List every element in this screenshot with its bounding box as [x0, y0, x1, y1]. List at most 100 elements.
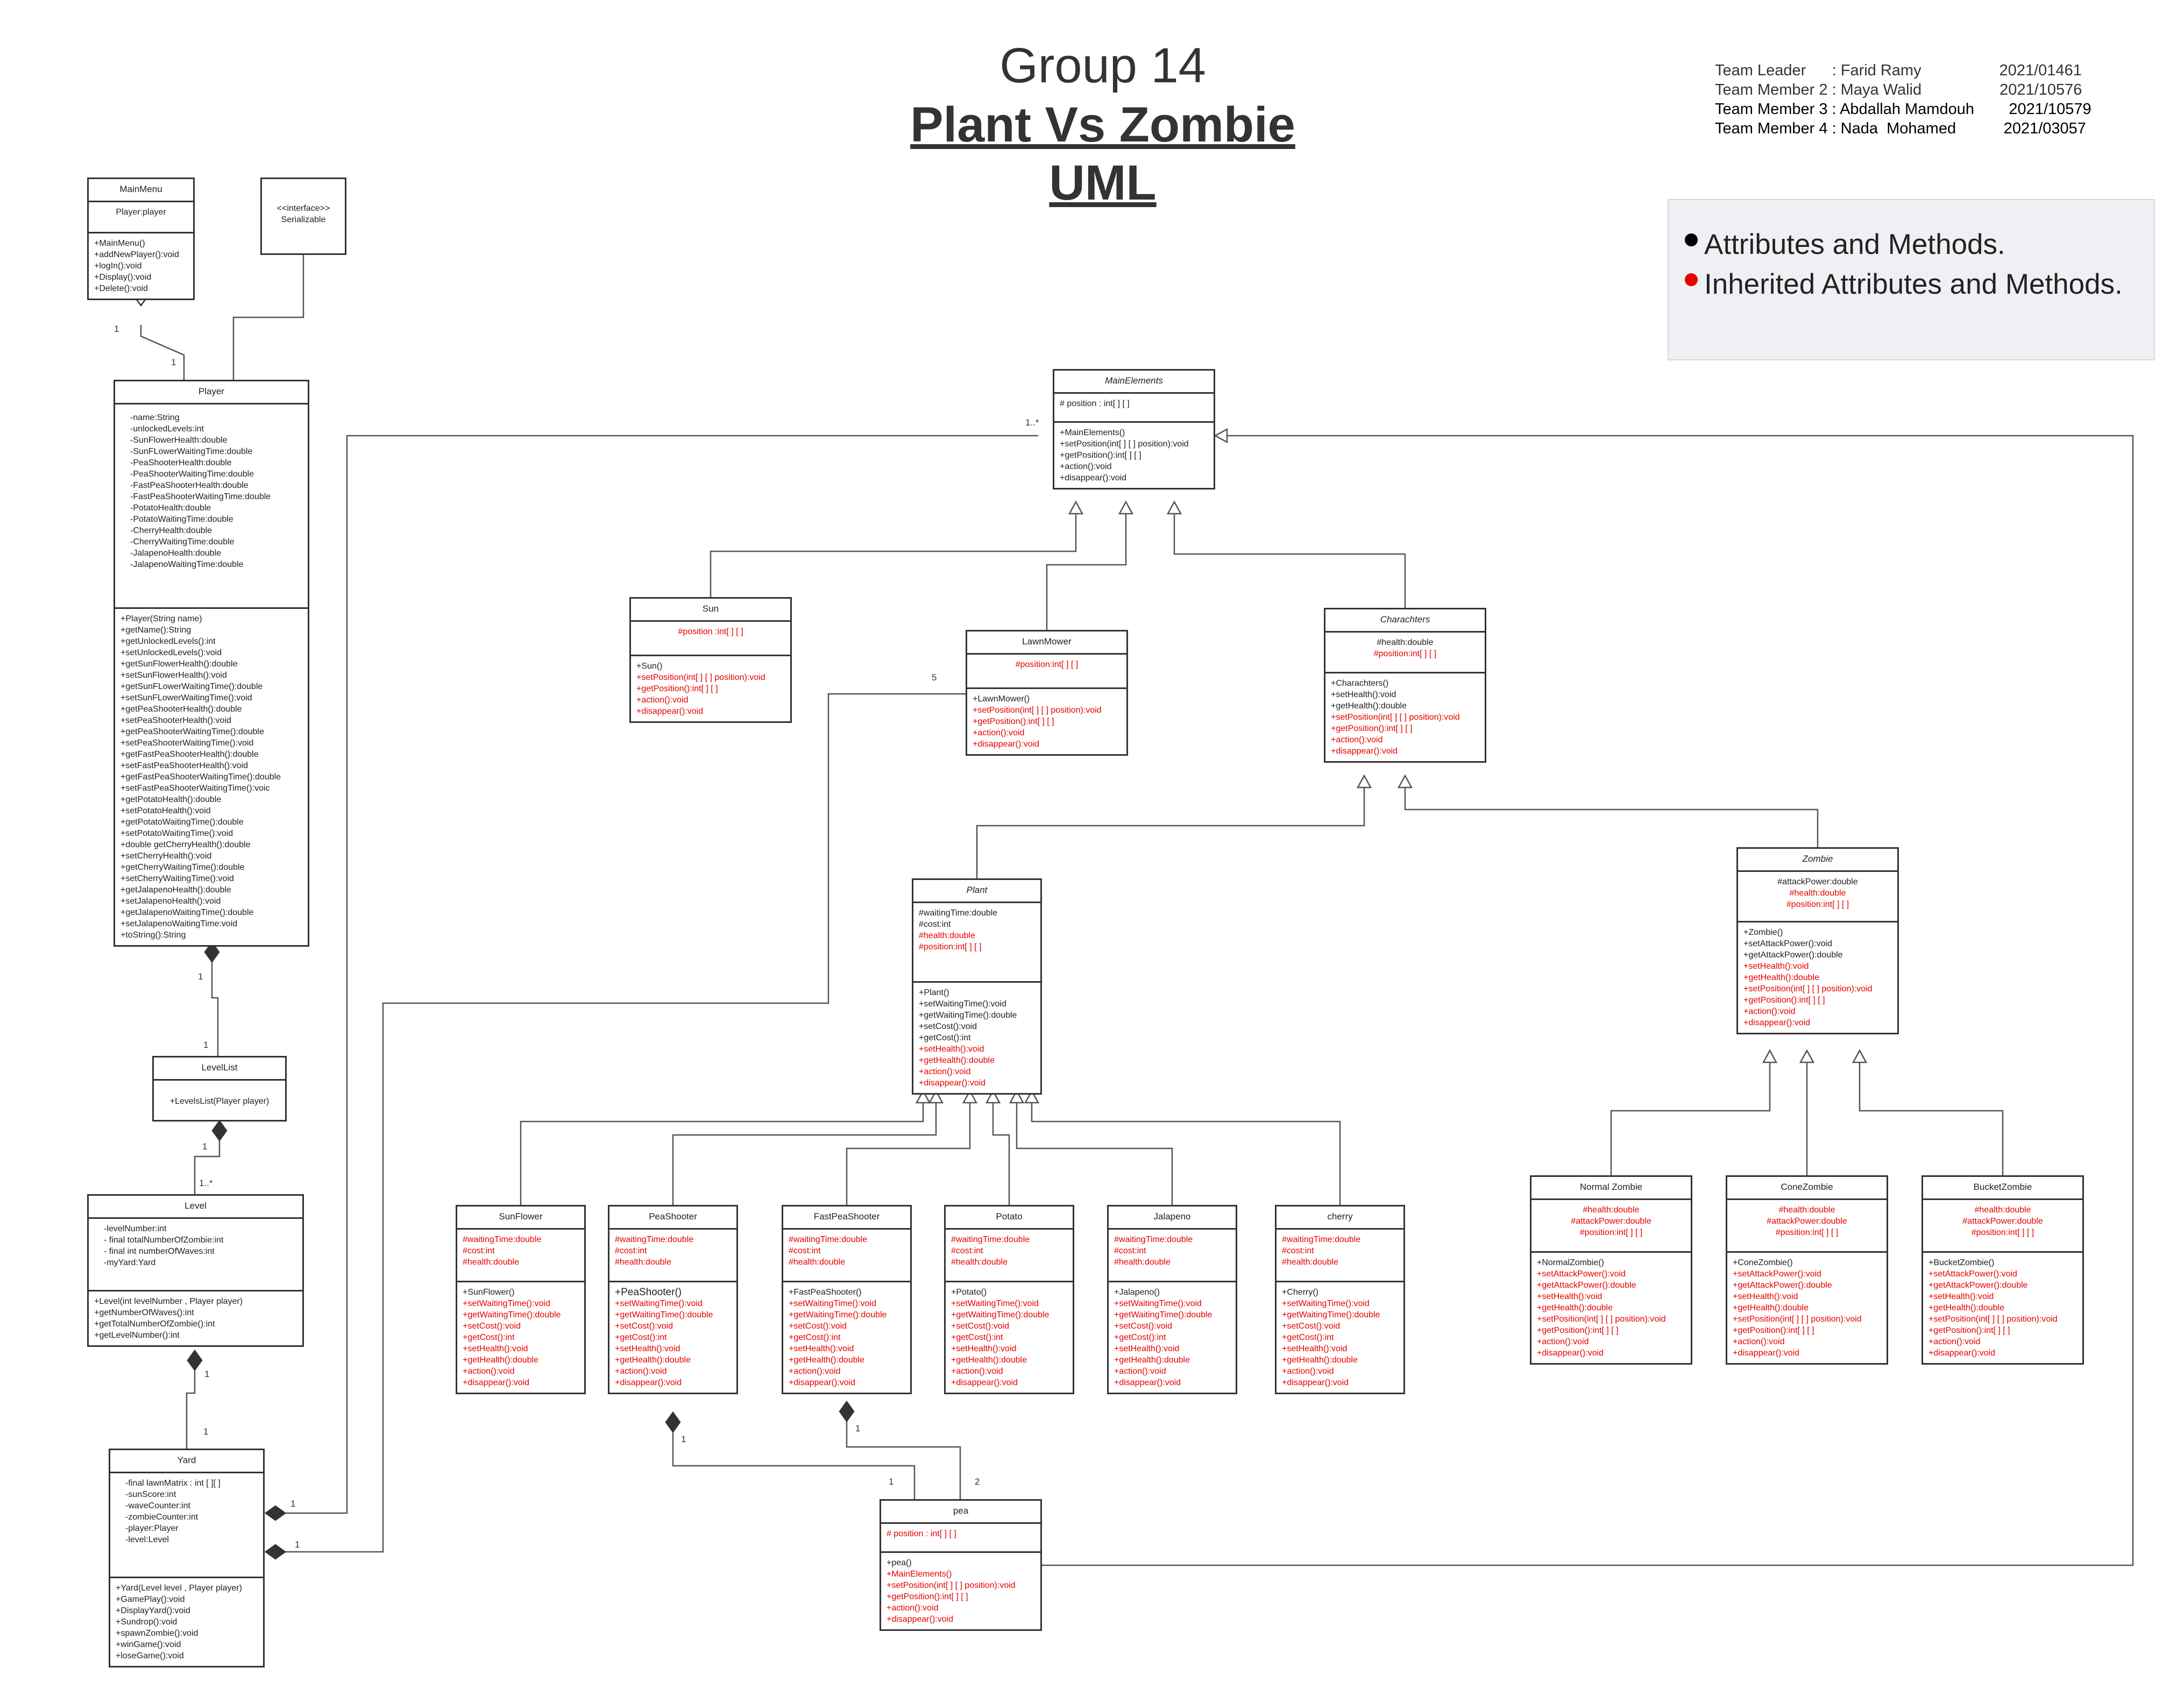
- attribute: -name:String: [130, 413, 180, 422]
- inherited-attribute: #attackPower:double: [1767, 1217, 1847, 1226]
- method: +getHealth():double: [1331, 701, 1407, 711]
- method: +winGame():void: [116, 1640, 181, 1649]
- inherited-method: +setHealth():void: [1733, 1292, 1798, 1301]
- class-box-cherry: cherry#waitingTime:double#cost:int#healt…: [1275, 1205, 1405, 1394]
- composition-levellist-level: [194, 1140, 221, 1194]
- method: +setHealth():void: [1331, 690, 1396, 699]
- attribute: -waveCounter:int: [125, 1501, 190, 1510]
- methods-section: +PeaShooter()+setWaitingTime():void+getW…: [609, 1281, 736, 1393]
- method: +getSunFLowerWaitingTime():double: [120, 682, 263, 691]
- class-box-normalzombie: Normal Zombie#health:double#attackPower:…: [1530, 1175, 1692, 1365]
- inherited-attribute: #health:double: [1974, 1205, 2031, 1215]
- method: +getCherryWaitingTime():double: [120, 863, 245, 872]
- method: +Delete():void: [94, 284, 148, 293]
- methods-section: +Sun()+setPosition(int[ ] [ ] position):…: [631, 655, 790, 721]
- inherited-method: +getWaitingTime():double: [463, 1310, 561, 1319]
- inherited-method: +disappear():void: [1743, 1018, 1811, 1027]
- attribute: Player:player: [116, 208, 166, 217]
- methods-section: +Cherry()+setWaitingTime():void+getWaiti…: [1277, 1281, 1403, 1393]
- inherited-method: +action():void: [887, 1603, 939, 1613]
- method: +getFastPeaShooterWaitingTime():double: [120, 772, 281, 782]
- class-name: pea: [953, 1506, 969, 1516]
- composition-diamond: [264, 1505, 287, 1521]
- multiplicity-label: 1: [681, 1434, 686, 1444]
- inherited-method: +setCost():void: [1114, 1322, 1173, 1331]
- composition-diamond: [839, 1400, 855, 1423]
- class-name: Sun: [702, 604, 719, 614]
- multiplicity-label: 1: [171, 357, 176, 367]
- attribute: -myYard:Yard: [104, 1258, 156, 1267]
- attribute: #cost:int: [919, 920, 951, 929]
- inherited-method: +setAttackPower():void: [1928, 1269, 2017, 1279]
- inherited-method: +getWaitingTime():double: [1282, 1310, 1380, 1319]
- attribute: - final int numberOfWaves:int: [104, 1247, 215, 1256]
- class-name: SunFlower: [499, 1211, 543, 1222]
- legend: Attributes and Methods. Inherited Attrib…: [1668, 199, 2155, 360]
- inherited-method: +setWaitingTime():void: [789, 1299, 876, 1308]
- inherited-method: +getAttackPower():double: [1537, 1281, 1636, 1290]
- team-row: Team Leader : Farid Ramy 2021/01461: [1715, 62, 2082, 79]
- inherited-method: +getPosition():int[ ] [ ]: [636, 684, 718, 693]
- team-row: Team Member 4 : Nada Mohamed 2021/03057: [1715, 120, 2086, 137]
- method: +getSunFlowerHealth():double: [120, 659, 238, 669]
- inherited-method: +getHealth():double: [789, 1356, 864, 1365]
- class-box-lawnmower: LawnMower#position:int[ ] [ ]+LawnMower(…: [966, 630, 1128, 756]
- method: +getPotatoWaitingTime():double: [120, 818, 244, 827]
- inherited-attribute: # position : int[ ] [ ]: [887, 1529, 956, 1538]
- method: +Sundrop():void: [116, 1617, 178, 1627]
- inherited-method: +setCost():void: [789, 1322, 847, 1331]
- generalization-arrow-icon: [1799, 1049, 1815, 1063]
- inherited-method: +setHealth():void: [919, 1045, 984, 1054]
- class-box-potato: Potato#waitingTime:double#cost:int#healt…: [944, 1205, 1074, 1394]
- method: +double getCherryHealth():double: [120, 840, 251, 849]
- class-name: MainMenu: [119, 184, 162, 194]
- class-name: ConeZombie: [1781, 1182, 1833, 1192]
- composition-diamond: [204, 941, 220, 963]
- inherited-method: +setHealth():void: [789, 1344, 854, 1353]
- inherited-method: +getPosition():int[ ] [ ]: [1537, 1326, 1619, 1335]
- inherited-attribute: #health:double: [463, 1258, 519, 1267]
- method: +LawnMower(): [973, 694, 1030, 704]
- generalization-potato-plant: [992, 1103, 1010, 1205]
- inherited-method: +action():void: [973, 728, 1025, 737]
- inherited-method: +action():void: [1114, 1367, 1166, 1376]
- inherited-method: +getHealth():double: [1743, 973, 1819, 982]
- attributes-section: # position : int[ ] [ ]: [881, 1522, 1040, 1551]
- composition-diamond: [264, 1544, 287, 1560]
- diagram-subtitle-line2: UML: [1049, 155, 1157, 210]
- class-box-charachters: Charachters#health:double#position:int[ …: [1324, 608, 1486, 763]
- methods-section: +MainElements()+setPosition(int[ ] [ ] p…: [1054, 421, 1214, 488]
- attributes-section: #position :int[ ] [ ]: [631, 620, 790, 655]
- inherited-method: +action():void: [919, 1067, 971, 1076]
- inherited-attribute: #health:double: [1789, 889, 1846, 898]
- method: +PeaShooter(): [615, 1287, 682, 1298]
- inherited-attribute: #cost:int: [951, 1246, 983, 1255]
- inherited-attribute: #cost:int: [1114, 1246, 1146, 1255]
- multiplicity-label: 1: [198, 971, 203, 982]
- inherited-method: +setPosition(int[ ] [ ] position):void: [1331, 713, 1460, 722]
- class-name: LawnMower: [1022, 636, 1072, 647]
- attribute: -FastPeaShooterHealth:double: [130, 481, 249, 490]
- composition-player-levellist: [211, 962, 219, 1056]
- class-box-levellist: LevelList+LevelsList(Player player): [152, 1056, 287, 1122]
- attribute: - final totalNumberOfZombie:int: [104, 1236, 224, 1245]
- attribute: -unlockedLevels:int: [130, 424, 204, 434]
- inherited-method: +setAttackPower():void: [1537, 1269, 1626, 1279]
- class-box-pea: pea # position : int[ ] [ ] +pea()+MainEle…: [880, 1499, 1042, 1631]
- inherited-method: +disappear():void: [1928, 1349, 1996, 1358]
- method: +getJalapenoWaitingTime():double: [120, 908, 254, 917]
- method: +SunFlower(): [463, 1288, 515, 1297]
- attribute: -PotatoHealth:double: [130, 503, 211, 513]
- attribute: -CherryWaitingTime:double: [130, 537, 235, 547]
- inherited-method: +getPosition():int[ ] [ ]: [973, 717, 1054, 726]
- legend-red-dot-icon: [1685, 273, 1698, 286]
- method: +action():void: [1060, 462, 1112, 471]
- method: +setJalapenoHealth():void: [120, 897, 221, 906]
- methods-section: +Player(String name)+getName():String+ge…: [115, 607, 308, 945]
- methods-section: +pea()+MainElements()+setPosition(int[ ]…: [881, 1551, 1040, 1629]
- methods-section: +SunFlower()+setWaitingTime():void+getWa…: [457, 1281, 584, 1393]
- class-box-jalapeno: Jalapeno#waitingTime:double#cost:int#hea…: [1107, 1205, 1237, 1394]
- inherited-method: +getWaitingTime():double: [789, 1310, 887, 1319]
- method: +disappear():void: [1060, 473, 1127, 482]
